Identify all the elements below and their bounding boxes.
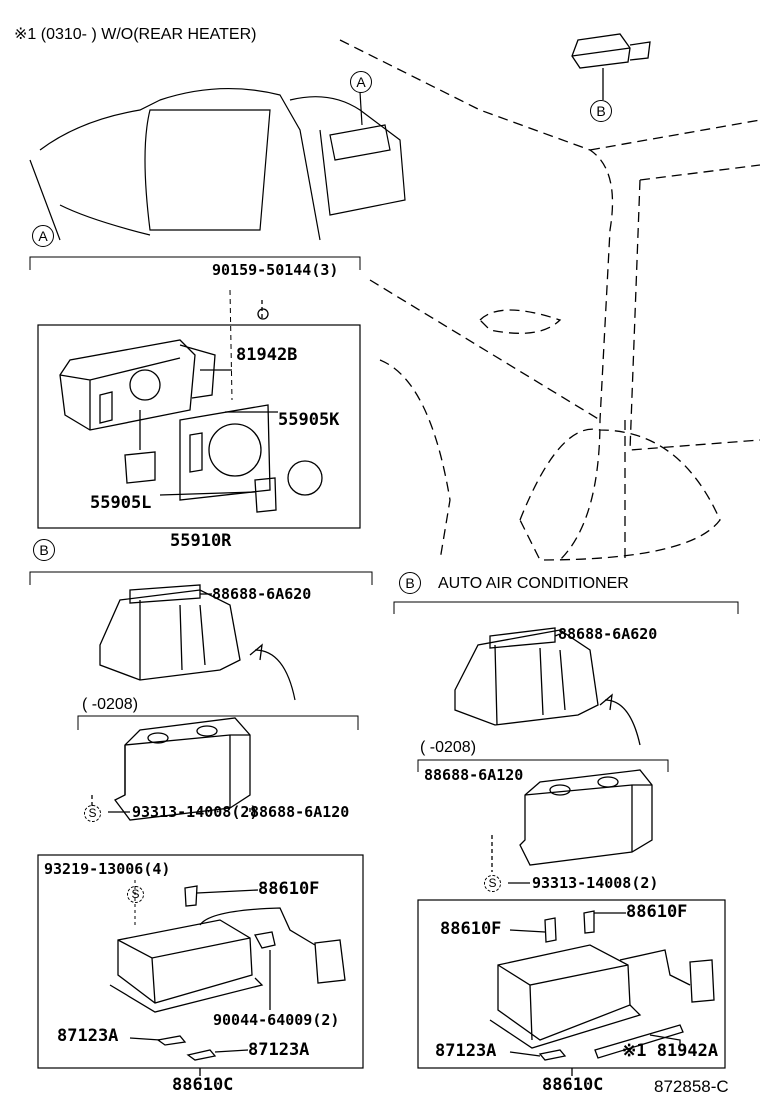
part-label[interactable]: 87123A bbox=[57, 1026, 119, 1046]
ref-circle-a: A bbox=[350, 71, 372, 93]
lamp-right-sketch bbox=[489, 910, 715, 1076]
part-label[interactable]: 88610C bbox=[542, 1075, 604, 1095]
switch-a-sketch bbox=[59, 289, 323, 513]
cover-right-sketch bbox=[454, 627, 641, 746]
part-label[interactable]: 90044-64009(2) bbox=[213, 1011, 340, 1029]
part-label[interactable]: 93219-13006(4) bbox=[44, 860, 171, 878]
part-label[interactable]: 88688-6A120 bbox=[424, 766, 524, 784]
part-label[interactable]: 55910R bbox=[170, 531, 232, 551]
part-label[interactable]: 87123A bbox=[248, 1040, 310, 1060]
seat-dashboard-sketch bbox=[29, 87, 406, 241]
part-label[interactable]: ※1 81942A bbox=[622, 1041, 719, 1061]
part-label[interactable]: 93313-14008(2) bbox=[132, 803, 259, 821]
part-label[interactable]: 88610C bbox=[172, 1075, 234, 1095]
part-label[interactable]: 88610F bbox=[258, 879, 320, 899]
part-label[interactable]: 55905K bbox=[278, 410, 340, 430]
part-label[interactable]: 88610F bbox=[440, 919, 502, 939]
date-range: ( -0208) bbox=[420, 739, 477, 756]
screw-marker: S bbox=[484, 875, 501, 892]
part-label[interactable]: 88688-6A620 bbox=[558, 625, 658, 643]
screw-marker: S bbox=[84, 805, 101, 822]
date-range: ( -0208) bbox=[82, 696, 139, 713]
screw-marker: S bbox=[127, 886, 144, 903]
ref-circle-b: B bbox=[590, 100, 612, 122]
cover-old-right-sketch bbox=[491, 769, 653, 884]
part-label[interactable]: 93313-14008(2) bbox=[532, 874, 659, 892]
section-b-marker: B bbox=[33, 539, 55, 561]
lamp-left-sketch bbox=[109, 880, 346, 1076]
figure-id: 872858-C bbox=[654, 1077, 729, 1096]
part-label[interactable]: 55905L bbox=[90, 493, 152, 513]
section-a-marker: A bbox=[32, 225, 54, 247]
vehicle-outline bbox=[339, 39, 760, 561]
lamp-b-sketch bbox=[571, 33, 651, 100]
header-note: ※1 (0310- ) W/O(REAR HEATER) bbox=[14, 26, 257, 43]
part-label[interactable]: 88688-6A120 bbox=[250, 803, 350, 821]
section-title: AUTO AIR CONDITIONER bbox=[438, 575, 629, 592]
part-label[interactable]: 88688-6A620 bbox=[212, 585, 312, 603]
part-label[interactable]: 88610F bbox=[626, 902, 688, 922]
part-label[interactable]: 90159-50144(3) bbox=[212, 261, 339, 279]
section-b-marker: B bbox=[399, 572, 421, 594]
part-label[interactable]: 87123A bbox=[435, 1041, 497, 1061]
cover-left-sketch bbox=[99, 584, 296, 701]
part-label[interactable]: 81942B bbox=[236, 345, 298, 365]
